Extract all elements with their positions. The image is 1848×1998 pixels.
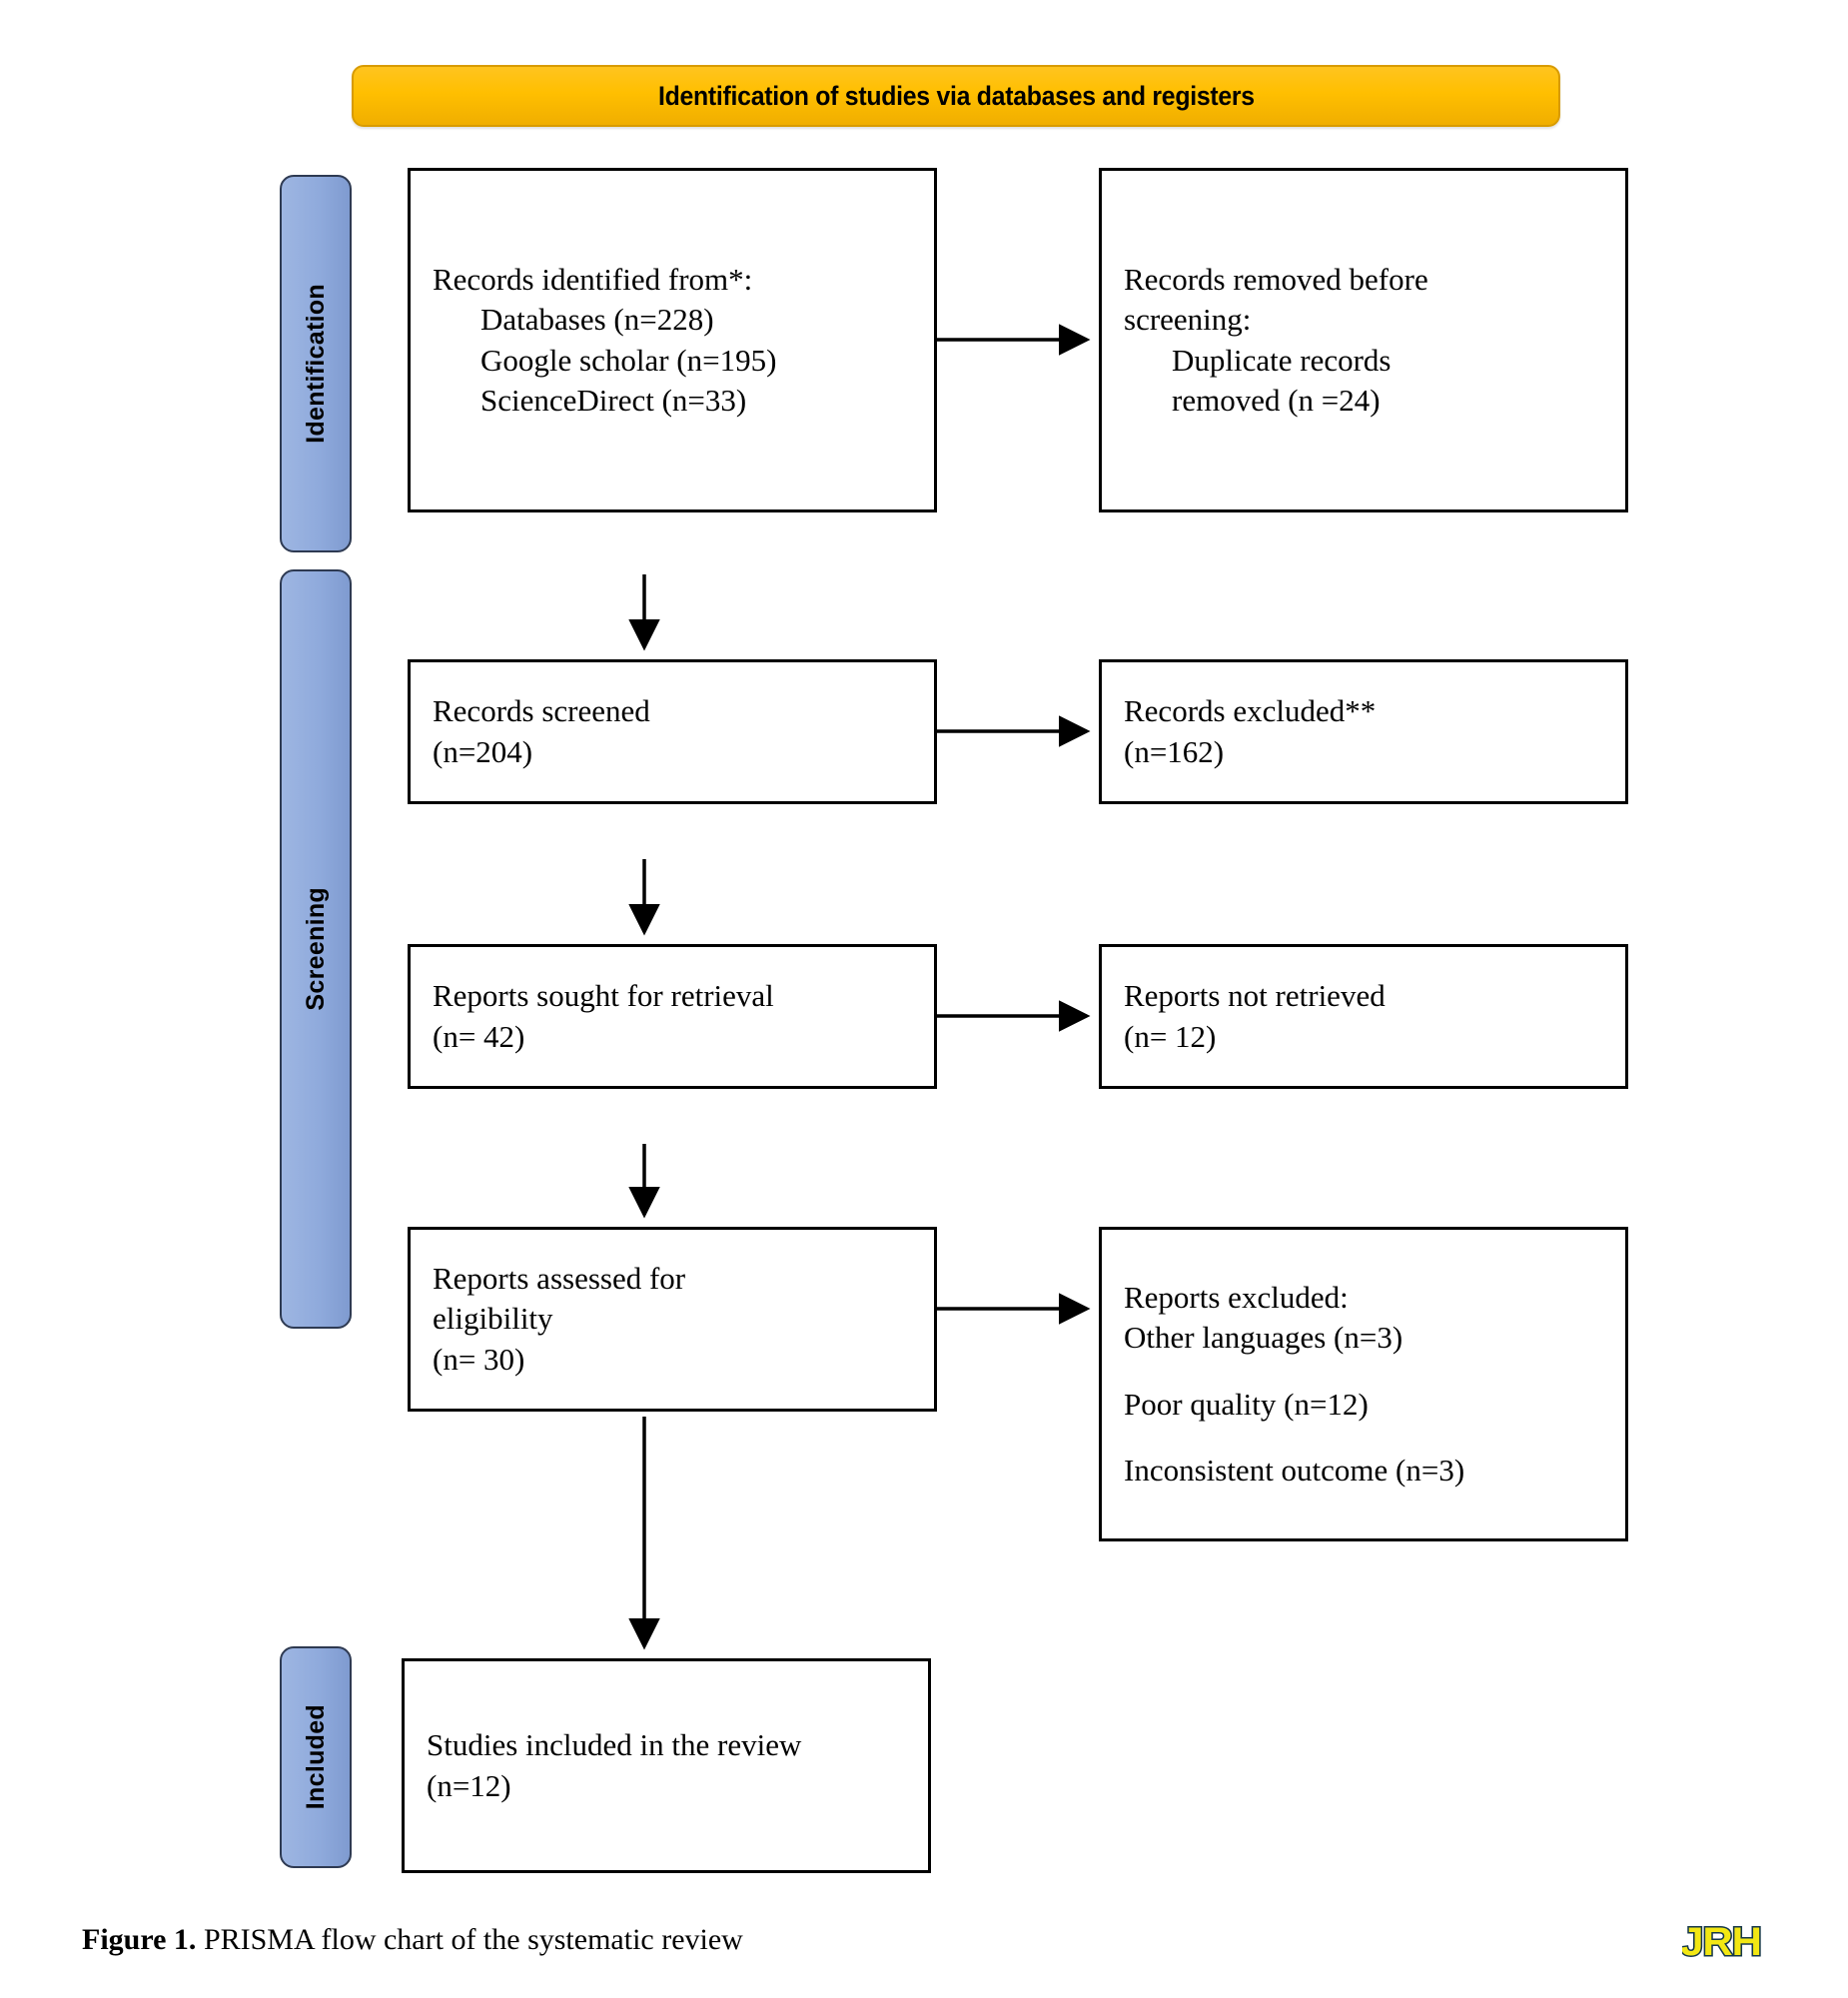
figure-caption-text: PRISMA flow chart of the systematic revi… <box>196 1923 743 1956</box>
box-reports-assessed: Reports assessed for eligibility (n= 30) <box>408 1227 937 1412</box>
box-reports-not-retrieved-line1: Reports not retrieved <box>1124 978 1386 1014</box>
box-records-removed-line4: removed (n =24) <box>1172 382 1381 418</box>
box-reports-excluded: Reports excluded: Other languages (n=3) … <box>1099 1227 1628 1541</box>
box-records-removed: Records removed before screening: Duplic… <box>1099 168 1628 512</box>
box-records-screened-line2: (n=204) <box>433 733 533 769</box>
figure-caption-prefix: Figure 1. <box>82 1923 197 1956</box>
box-reports-excluded-spacer-1 <box>1124 1359 1603 1385</box>
box-records-excluded-line2: (n=162) <box>1124 733 1225 769</box>
box-reports-assessed-line3: (n= 30) <box>433 1341 525 1377</box>
box-records-excluded-line1: Records excluded** <box>1124 693 1377 729</box>
box-reports-sought-line1: Reports sought for retrieval <box>433 978 774 1014</box>
stage-label-identification: Identification <box>280 175 352 552</box>
box-reports-sought-line2: (n= 42) <box>433 1018 525 1054</box>
box-records-removed-line3: Duplicate records <box>1172 342 1391 378</box>
box-reports-sought: Reports sought for retrieval (n= 42) <box>408 944 937 1089</box>
stage-label-included: Included <box>280 1646 352 1868</box>
box-records-removed-line2: screening: <box>1124 302 1252 338</box>
stage-label-screening-text: Screening <box>301 887 330 1011</box>
box-studies-included-line1: Studies included in the review <box>427 1727 802 1763</box>
box-records-identified-line4: ScienceDirect (n=33) <box>480 382 747 418</box>
box-reports-not-retrieved: Reports not retrieved (n= 12) <box>1099 944 1628 1089</box>
box-records-identified-line2: Databases (n=228) <box>480 302 714 338</box>
box-records-identified-line3: Google scholar (n=195) <box>480 342 777 378</box>
diagram-header-banner: Identification of studies via databases … <box>352 65 1560 127</box>
box-records-screened-line1: Records screened <box>433 693 650 729</box>
box-reports-assessed-line1: Reports assessed for <box>433 1261 686 1297</box>
box-reports-not-retrieved-line2: (n= 12) <box>1124 1018 1217 1054</box>
box-reports-excluded-line3: Poor quality (n=12) <box>1124 1386 1369 1422</box>
box-reports-excluded-line2: Other languages (n=3) <box>1124 1320 1403 1356</box>
box-reports-excluded-line1: Reports excluded: <box>1124 1279 1349 1315</box>
box-records-screened: Records screened (n=204) <box>408 659 937 804</box>
stage-label-screening: Screening <box>280 569 352 1329</box>
box-records-removed-line1: Records removed before <box>1124 261 1428 297</box>
box-records-identified-line1: Records identified from*: <box>433 261 753 297</box>
figure-caption: Figure 1. PRISMA flow chart of the syste… <box>82 1923 743 1957</box>
stage-label-identification-text: Identification <box>301 284 330 444</box>
banner-title: Identification of studies via databases … <box>657 80 1255 111</box>
box-reports-assessed-line2: eligibility <box>433 1301 553 1337</box>
jrh-logo: JRH <box>1682 1922 1778 1962</box>
stage-label-included-text: Included <box>301 1704 330 1810</box>
box-records-identified: Records identified from*: Databases (n=2… <box>408 168 937 512</box>
box-reports-excluded-spacer-2 <box>1124 1425 1603 1451</box>
box-records-excluded: Records excluded** (n=162) <box>1099 659 1628 804</box>
box-reports-excluded-line4: Inconsistent outcome (n=3) <box>1124 1452 1465 1488</box>
box-studies-included: Studies included in the review (n=12) <box>402 1658 931 1873</box>
box-studies-included-line2: (n=12) <box>427 1767 511 1803</box>
jrh-logo-text: JRH <box>1682 1922 1764 1962</box>
